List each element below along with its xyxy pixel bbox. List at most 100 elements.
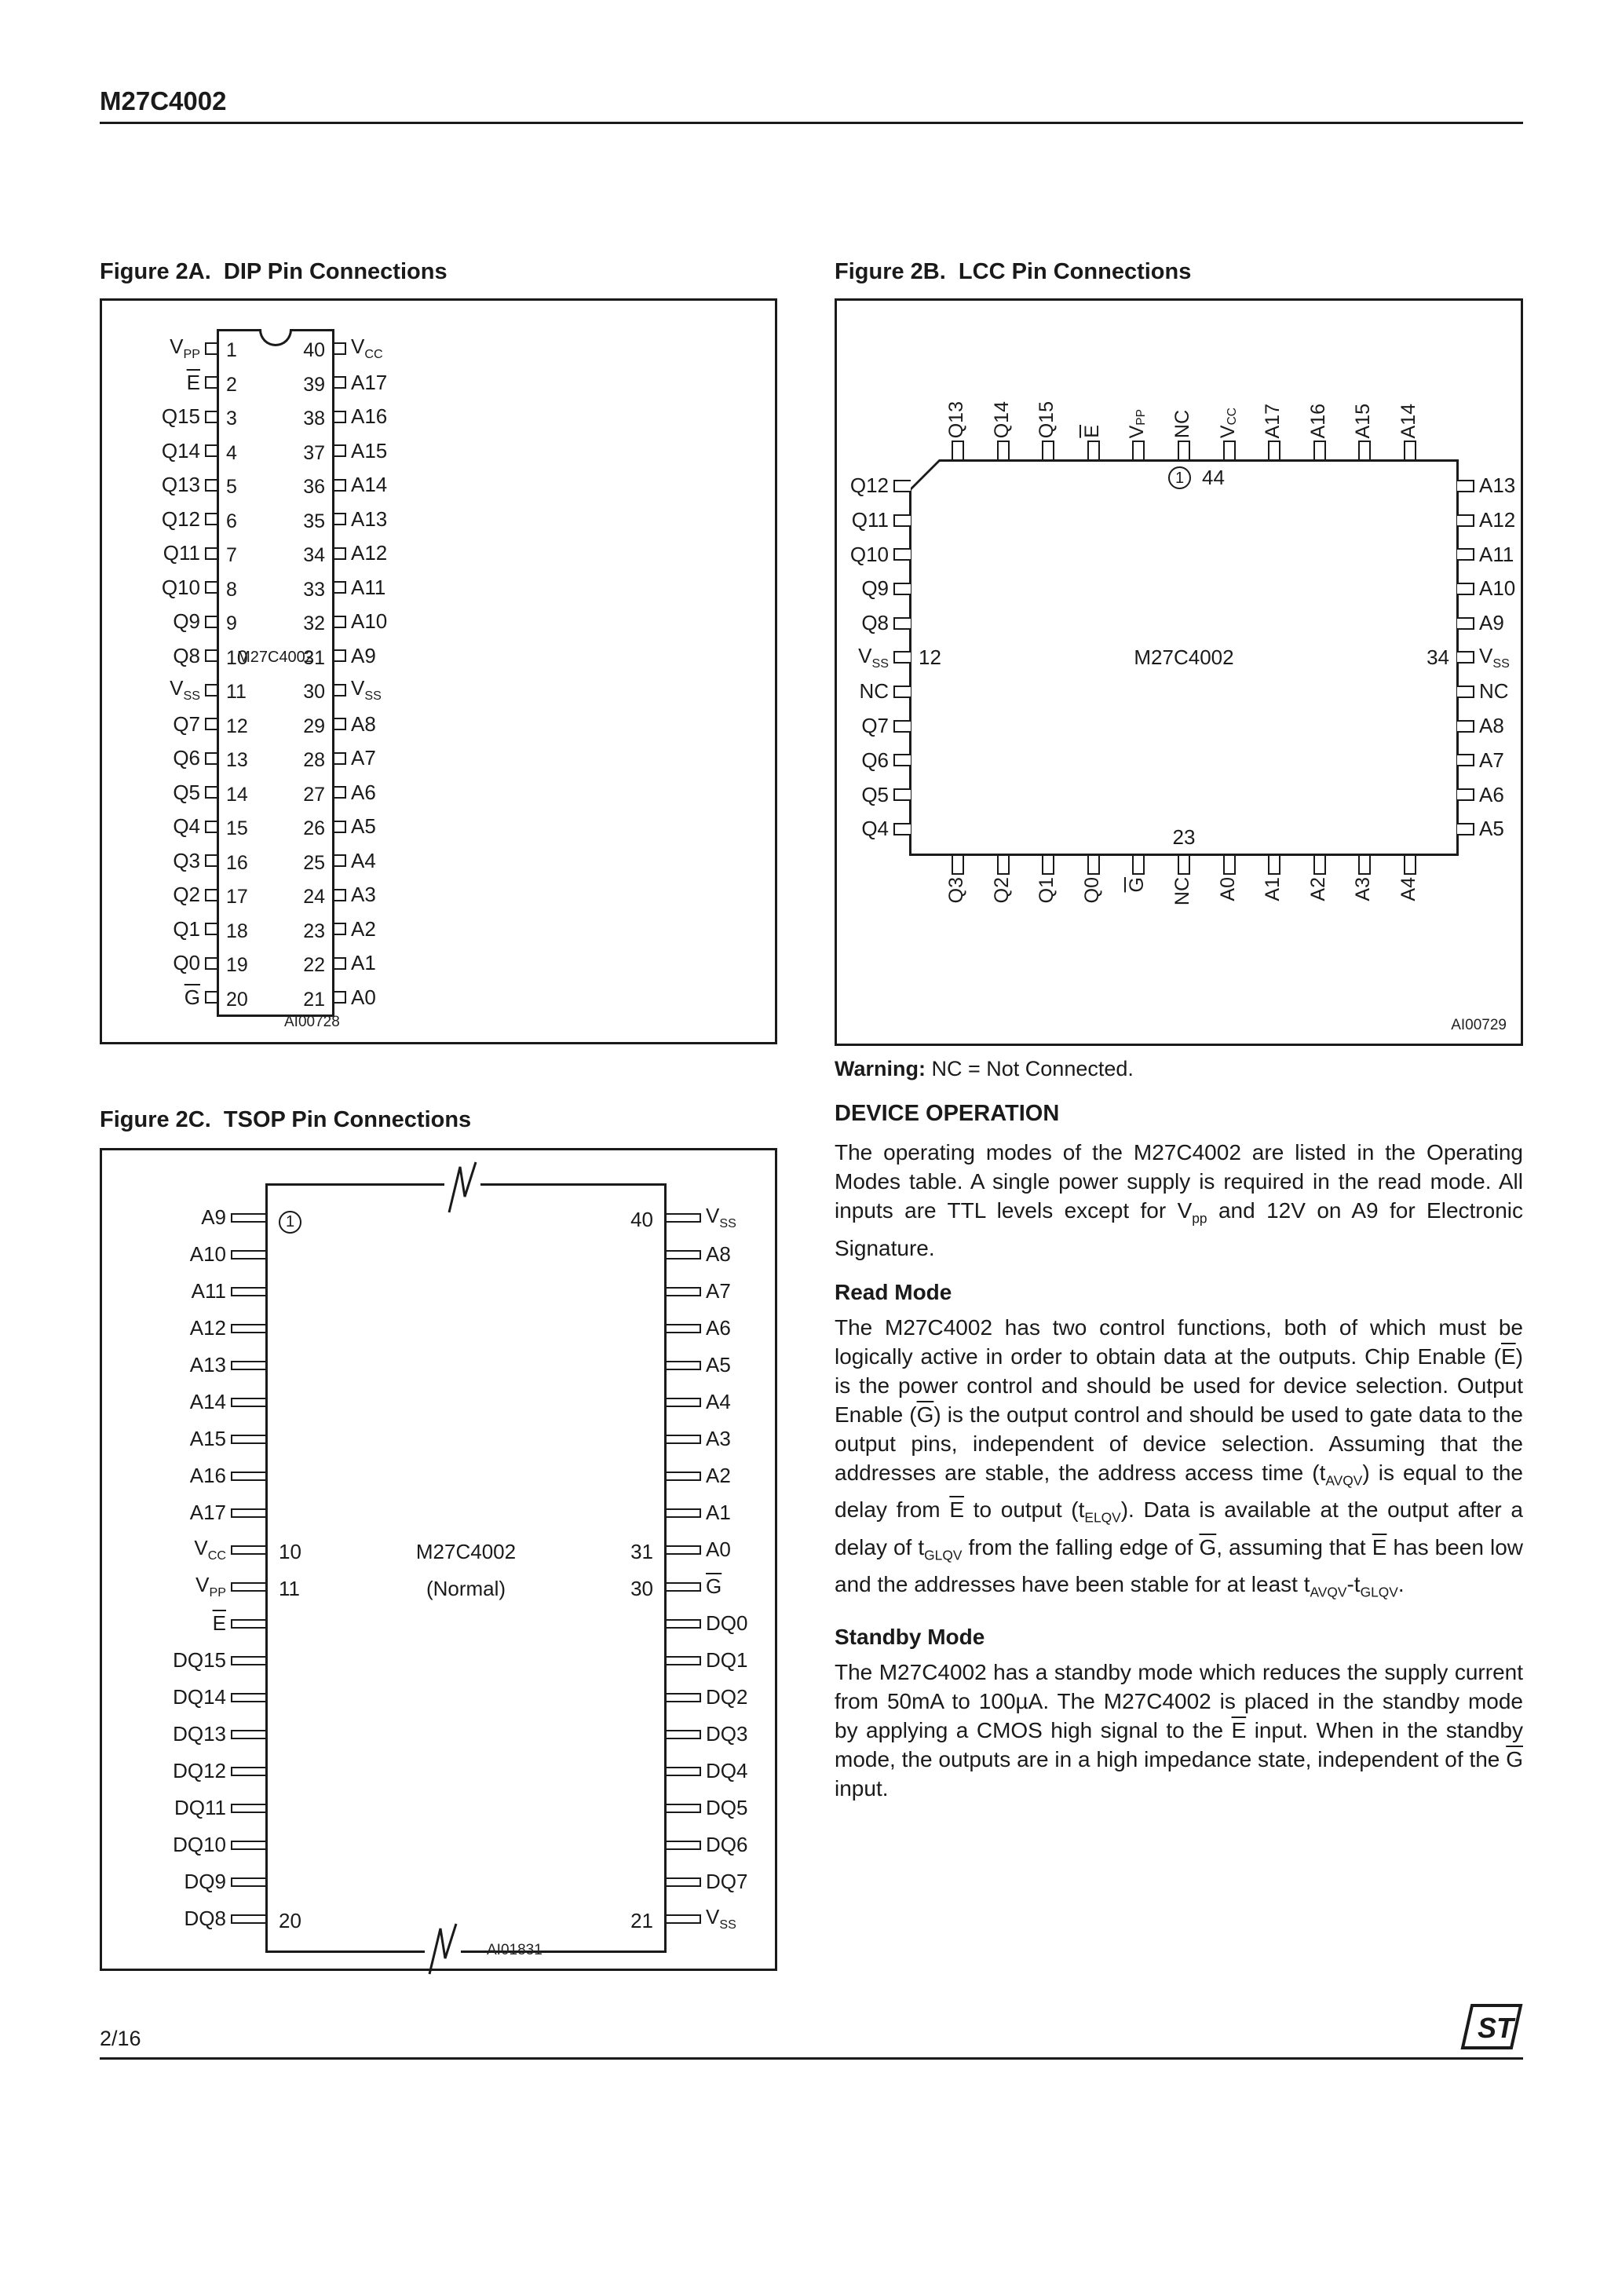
dip-pin-row: VPP	[111, 331, 217, 366]
pin-stub	[231, 1397, 265, 1407]
pin-stub	[667, 1766, 701, 1776]
pin-label: NC	[859, 679, 889, 704]
lcc-pin-row: Q5	[784, 777, 911, 812]
pin-stub	[893, 582, 911, 595]
dip-pin-row: A7	[334, 741, 460, 776]
pin-label: Q7	[173, 711, 200, 736]
pin-label: A3	[1352, 877, 1375, 901]
pin-label: A3	[706, 1427, 731, 1450]
pin-label: A2	[1306, 877, 1329, 901]
pin-stub	[1457, 548, 1474, 561]
page-number: 2/16	[100, 2027, 141, 2050]
pin-number: 33	[303, 578, 325, 601]
pin-stub	[1457, 719, 1474, 733]
pin-label: A8	[1479, 714, 1504, 738]
pin-number: 40	[303, 339, 325, 361]
pin-number: 36	[303, 476, 325, 498]
pin-label: VPP	[195, 1572, 226, 1600]
pin-stub	[231, 1249, 265, 1260]
pin-stub	[231, 1877, 265, 1887]
tsop-pin-row: VSS	[667, 1900, 792, 1937]
tsop-pin-row: A17	[148, 1494, 265, 1531]
pin-label: A1	[351, 951, 376, 975]
dip-pin-row: A6	[334, 776, 460, 810]
tsop-pin-row: DQ5	[667, 1790, 792, 1826]
pin-label: A4	[1397, 877, 1419, 901]
pin-number: 15	[226, 817, 248, 839]
pin-label: Q6	[173, 746, 200, 770]
standby-mode-heading: Standby Mode	[835, 1624, 985, 1649]
pin-stub	[205, 615, 217, 628]
tsop-pin-row: DQ12	[148, 1753, 265, 1790]
tsop-pin-row: A0	[667, 1531, 792, 1568]
pin-label: A7	[351, 746, 376, 770]
tsop-pin-row: E	[148, 1605, 265, 1642]
dip-pin-row: Q8	[111, 639, 217, 674]
tsop-pin-row: DQ2	[667, 1679, 792, 1716]
pin-label: A16	[189, 1464, 226, 1487]
pin-label: Q11	[163, 541, 200, 565]
dip-pin-row: Q3	[111, 844, 217, 879]
lcc-pin-row: Q9	[784, 572, 911, 606]
header-rule	[100, 122, 1523, 124]
break-line-icon	[444, 1161, 480, 1213]
pin-number: 37	[303, 441, 325, 464]
pin-stub	[231, 1914, 265, 1924]
pin-stub	[667, 1914, 701, 1924]
pin34-number: 34	[1427, 645, 1449, 669]
pin12-number: 12	[919, 645, 941, 669]
pin-stub	[667, 1545, 701, 1555]
pin-stub	[231, 1692, 265, 1702]
pin-label: DQ1	[706, 1648, 748, 1672]
dip-chip-name: M27C4002	[237, 649, 314, 666]
dip-pin-row: A4	[334, 844, 460, 879]
pin-label: A12	[189, 1316, 226, 1340]
pin-number: 38	[303, 408, 325, 430]
tsop-pin-row: A10	[148, 1236, 265, 1273]
pin-label: DQ7	[706, 1870, 748, 1893]
pin-label: A11	[351, 575, 386, 599]
pin-stub	[667, 1655, 701, 1665]
pin-label: DQ2	[706, 1685, 748, 1709]
pin-label: A5	[706, 1353, 731, 1377]
figure-2b-caption: Figure 2B. LCC Pin Connections	[835, 259, 1192, 284]
pin-label: A0	[706, 1537, 731, 1561]
figure-2a-ref: AI00728	[284, 1014, 340, 1030]
pin-number: 31	[630, 1540, 653, 1563]
pin-label: A15	[189, 1427, 226, 1450]
pin-number: 11	[279, 1577, 300, 1600]
dip-pin-row: A3	[334, 878, 460, 912]
pin-label: DQ15	[173, 1648, 226, 1672]
warning-text: NC = Not Connected.	[931, 1057, 1134, 1080]
tsop-pin-row: A16	[148, 1457, 265, 1494]
pin-stub	[205, 820, 217, 833]
pin-stub	[205, 581, 217, 594]
pin-label: A15	[1352, 403, 1375, 438]
pin-number: 18	[226, 919, 248, 942]
pin-stub	[1457, 822, 1474, 835]
dip-pin-row: A9	[334, 639, 460, 674]
pin-stub	[667, 1249, 701, 1260]
tsop-pin-row: DQ7	[667, 1863, 792, 1900]
pin-label: Q9	[173, 609, 200, 634]
tsop-pin-row: A5	[667, 1347, 792, 1384]
pin-label: A14	[1397, 403, 1419, 438]
pin-label: A14	[351, 473, 388, 497]
dip-pin-row: Q9	[111, 605, 217, 639]
dip-pin-row: VCC	[334, 331, 460, 366]
pin-label: A8	[351, 711, 376, 736]
pin-label: A1	[1262, 877, 1284, 901]
pin-number: 23	[303, 919, 325, 942]
pin-stub	[1132, 856, 1145, 875]
lcc-pin-row: A6	[1457, 777, 1584, 812]
pin-number: 9	[226, 612, 237, 634]
pin-stub	[667, 1286, 701, 1296]
lcc-pin-row: Q10	[784, 537, 911, 572]
pin-stub	[893, 651, 911, 664]
pin-label: A9	[201, 1205, 226, 1229]
pin-label: Q15	[1036, 400, 1058, 438]
pin-stub	[231, 1618, 265, 1629]
